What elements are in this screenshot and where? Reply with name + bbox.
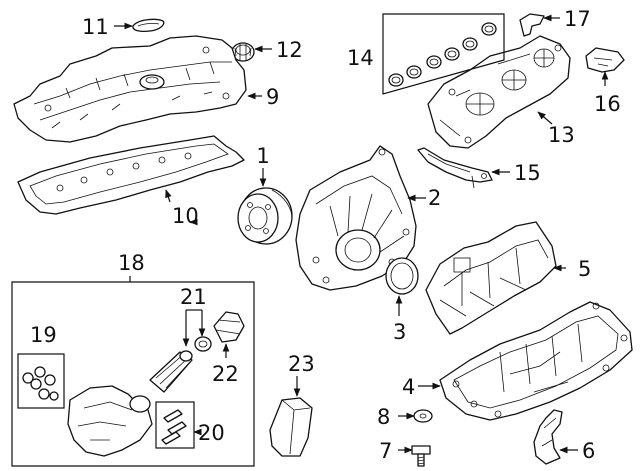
callout-10: 10 — [172, 204, 199, 228]
part-5-baffle — [425, 221, 557, 335]
callout-20: 20 — [198, 421, 225, 445]
part-7-bolt — [411, 445, 431, 467]
callout-15: 15 — [514, 161, 541, 185]
callout-17: 17 — [564, 7, 591, 31]
callout-2: 2 — [428, 186, 441, 210]
part-1-pulley — [237, 187, 293, 245]
callout-22: 22 — [212, 362, 239, 386]
oil-filter-housing — [67, 385, 153, 457]
part-20-clips — [161, 409, 187, 445]
part-22-filter-cap — [213, 311, 245, 343]
callout-18: 18 — [118, 251, 145, 275]
part-16-bracket — [585, 47, 625, 73]
part-6-bracket — [533, 409, 563, 465]
callout-9: 9 — [266, 85, 279, 109]
callout-7: 7 — [379, 439, 392, 463]
part-17-sensor — [519, 13, 545, 37]
callout-1: 1 — [256, 144, 269, 168]
part-14-o-ring-set — [382, 13, 505, 95]
leader-13 — [537, 111, 553, 125]
callout-4: 4 — [402, 375, 415, 399]
part-2-timing-cover — [295, 145, 417, 291]
part-20-box — [155, 401, 195, 449]
callout-5: 5 — [578, 257, 591, 281]
callout-3: 3 — [393, 320, 406, 344]
callout-11: 11 — [82, 15, 109, 39]
part-3-seal-ring — [385, 257, 419, 295]
part-19-box — [17, 353, 65, 409]
part-19-o-rings — [22, 366, 59, 401]
part-10-valve-cover-gasket — [17, 135, 245, 215]
callout-13: 13 — [548, 123, 575, 147]
part-8-washer — [413, 409, 433, 423]
part-21-o-ring — [194, 336, 212, 352]
part-9-valve-cover — [13, 35, 247, 143]
callout-labels: 1 2 3 4 5 6 7 8 9 10 11 12 13 14 15 16 1… — [30, 7, 621, 463]
part-21-filter-element — [149, 350, 193, 393]
leader-10 — [165, 189, 172, 203]
callout-14: 14 — [347, 46, 374, 70]
part-23-component — [269, 397, 313, 457]
callout-19: 19 — [30, 323, 57, 347]
part-4-oil-pan — [439, 301, 633, 421]
group-18-filter-kit — [11, 281, 255, 467]
callout-21: 21 — [180, 285, 207, 309]
callout-23: 23 — [288, 352, 315, 376]
part-11-seal — [132, 18, 165, 32]
leader-lines — [114, 14, 609, 454]
callout-6: 6 — [582, 439, 595, 463]
part-13-intake-manifold — [427, 35, 571, 149]
part-15-bracket — [417, 147, 493, 189]
callout-12: 12 — [276, 38, 303, 62]
callout-16: 16 — [594, 92, 621, 116]
callout-8: 8 — [377, 405, 390, 429]
part-12-filler-cap — [231, 42, 255, 62]
